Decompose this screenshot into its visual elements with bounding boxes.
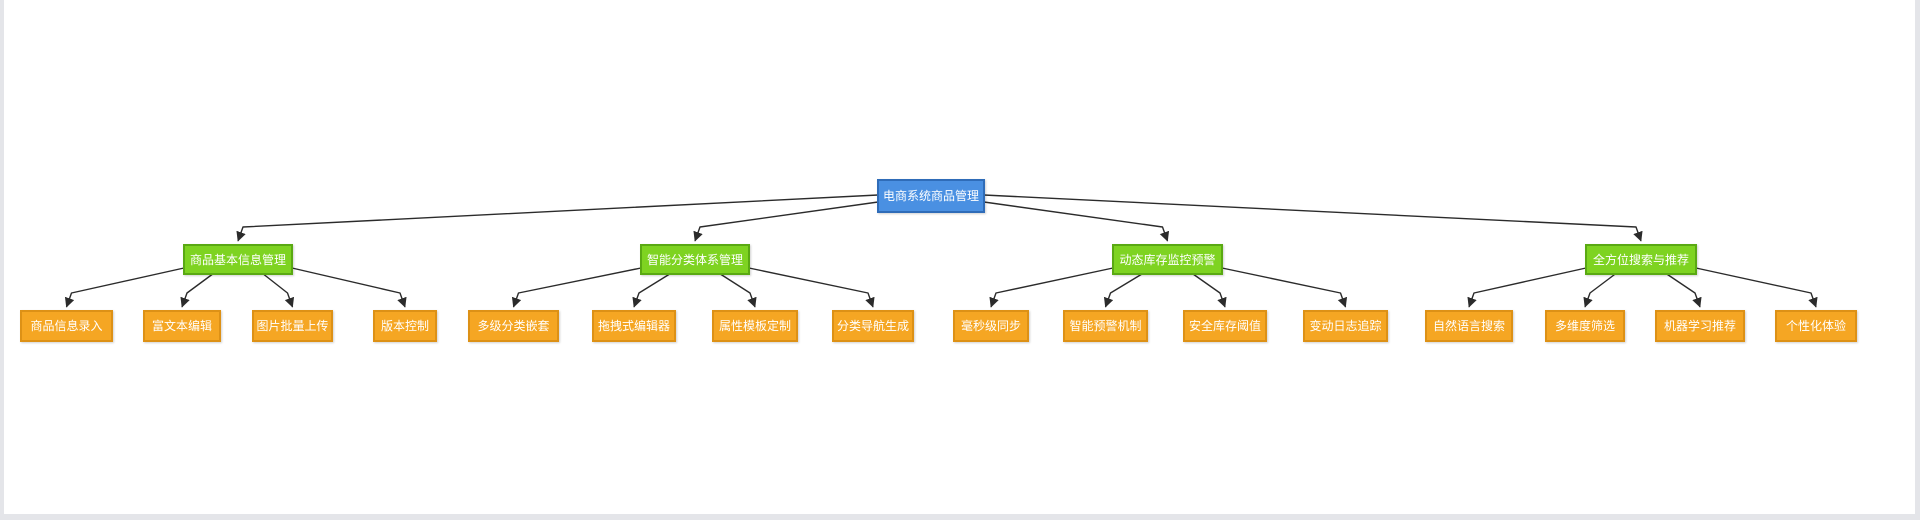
tree-branch-node[interactable]: 商品基本信息管理	[183, 244, 293, 275]
tree-leaf-node[interactable]: 多维度筛选	[1545, 310, 1625, 342]
tree-leaf-node[interactable]: 商品信息录入	[20, 310, 113, 342]
tree-leaf-node[interactable]: 毫秒级同步	[953, 310, 1029, 342]
tree-leaf-node[interactable]: 智能预警机制	[1063, 310, 1148, 342]
tree-leaf-node[interactable]: 属性模板定制	[712, 310, 798, 342]
tree-leaf-node[interactable]: 拖拽式编辑器	[592, 310, 676, 342]
tree-leaf-node[interactable]: 版本控制	[373, 310, 437, 342]
tree-leaf-node[interactable]: 图片批量上传	[252, 310, 333, 342]
canvas-left-edge	[0, 0, 4, 520]
tree-branch-node[interactable]: 智能分类体系管理	[640, 244, 750, 275]
tree-branch-node[interactable]: 动态库存监控预警	[1112, 244, 1223, 275]
tree-branch-node[interactable]: 全方位搜索与推荐	[1585, 244, 1697, 275]
tree-leaf-node[interactable]: 个性化体验	[1775, 310, 1857, 342]
tree-leaf-node[interactable]: 多级分类嵌套	[468, 310, 559, 342]
tree-leaf-node[interactable]: 自然语言搜索	[1425, 310, 1513, 342]
tree-leaf-node[interactable]: 分类导航生成	[832, 310, 914, 342]
tree-leaf-node[interactable]: 机器学习推荐	[1655, 310, 1745, 342]
horizontal-scrollbar[interactable]	[0, 514, 1920, 520]
node-root[interactable]: 电商系统商品管理	[877, 179, 985, 213]
vertical-scrollbar[interactable]	[1915, 0, 1920, 520]
tree-leaf-node[interactable]: 安全库存阈值	[1183, 310, 1267, 342]
tree-leaf-node[interactable]: 变动日志追踪	[1303, 310, 1388, 342]
tree-leaf-node[interactable]: 富文本编辑	[143, 310, 221, 342]
